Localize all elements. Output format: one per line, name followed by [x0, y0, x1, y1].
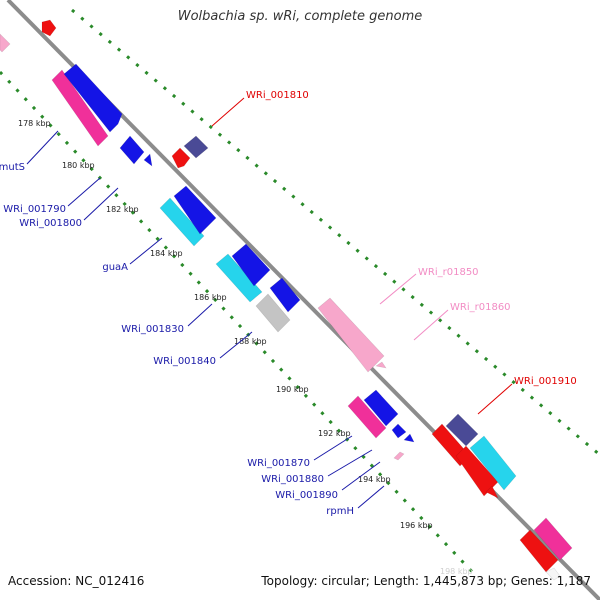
callout-wri-001910[interactable]: WRi_001910	[477, 376, 577, 415]
kbp-tick-label: 178 kbp	[18, 119, 51, 128]
gene-features[interactable]	[0, 19, 573, 581]
gene-label-rpmH: rpmH	[326, 506, 354, 517]
gene-label-wri-001830: WRi_001830	[121, 324, 184, 335]
gene-feature-red-001810[interactable]	[171, 147, 191, 169]
gene-feature-navy-180[interactable]	[183, 135, 209, 159]
gene-feature-cyan-194[interactable]	[469, 435, 517, 491]
gene-feature-magenta-198[interactable]	[533, 517, 573, 561]
kbp-tick-label: 194 kbp	[358, 475, 391, 484]
callout-wri-001830[interactable]: WRi_001830	[121, 303, 213, 335]
gene-feature-red-198[interactable]	[519, 529, 559, 573]
callout-wri-001890[interactable]: WRi_001890	[275, 461, 381, 501]
gene-feature-red-196[interactable]	[485, 485, 499, 499]
gene-feature-red-194[interactable]	[455, 445, 499, 497]
gene-feature-blue-192a[interactable]	[391, 423, 407, 439]
gene-feature-blue-190[interactable]	[363, 389, 399, 427]
gene-feature-blue-188[interactable]	[269, 277, 301, 313]
callout-guaA[interactable]: guaA	[102, 237, 163, 273]
gene-feature-blue-180a[interactable]	[119, 135, 145, 165]
gene-label-wri-001790: WRi_001790	[3, 204, 66, 215]
callout-wri-001880[interactable]: WRi_001880	[261, 449, 373, 485]
kbp-tick-label: 186 kbp	[194, 293, 227, 302]
tick-track-inner	[0, 70, 480, 580]
gene-label-wri-001890: WRi_001890	[275, 490, 338, 501]
gene-label-wri-001910: WRi_001910	[514, 376, 577, 387]
gene-feature-gray-186[interactable]	[255, 293, 291, 333]
callout-wri-r01860[interactable]: WRi_r01860	[413, 302, 511, 341]
gene-feature-white-bottom[interactable]	[545, 567, 561, 581]
gene-feature-blue-180b[interactable]	[143, 153, 153, 167]
gene-label-wri-001870: WRi_001870	[247, 458, 310, 469]
callout-wri-r01850[interactable]: WRi_r01850	[379, 267, 479, 305]
gene-callouts[interactable]: mutS WRi_001790 WRi_001800 guaA WRi_0018…	[0, 90, 577, 517]
gene-label-mutS: mutS	[0, 162, 25, 173]
kbp-tick-label: 180 kbp	[62, 161, 95, 170]
gene-label-wri-r01850: WRi_r01850	[418, 267, 479, 278]
callout-wri-001810[interactable]: WRi_001810	[211, 90, 309, 127]
kbp-tick-label: 188 kbp	[234, 337, 267, 346]
callout-rpmH[interactable]: rpmH	[326, 485, 385, 517]
kbp-tick-label: 182 kbp	[106, 205, 139, 214]
kbp-tick-label: 190 kbp	[276, 385, 309, 394]
gene-label-wri-r01860: WRi_r01860	[450, 302, 511, 313]
callout-wri-001790[interactable]: WRi_001790	[3, 177, 101, 215]
callout-wri-001870[interactable]: WRi_001870	[247, 435, 353, 469]
gene-label-wri-001880: WRi_001880	[261, 474, 324, 485]
gene-feature-blue-186[interactable]	[231, 243, 271, 287]
kbp-tick-label: 198 kbp	[440, 567, 473, 576]
gene-feature-magenta-178[interactable]	[51, 69, 109, 147]
tick-track-outer	[71, 8, 600, 457]
gene-label-wri-001810: WRi_001810	[246, 90, 309, 101]
gene-feature-blue-182[interactable]	[173, 185, 217, 235]
callout-mutS[interactable]: mutS	[0, 130, 59, 173]
gene-feature-pink-194[interactable]	[393, 451, 405, 461]
topology-summary-text: Topology: circular; Length: 1,445,873 bp…	[261, 574, 591, 588]
callout-wri-001800[interactable]: WRi_001800	[19, 187, 119, 229]
gene-label-wri-001800: WRi_001800	[19, 218, 82, 229]
gene-feature-top-red[interactable]	[41, 19, 57, 37]
gene-label-guaA: guaA	[102, 262, 128, 273]
map-title: Wolbachia sp. wRi, complete genome	[177, 9, 423, 24]
accession-text: Accession: NC_012416	[8, 574, 145, 588]
gene-feature-pink-r01850[interactable]	[317, 297, 385, 373]
kbp-tick-label: 196 kbp	[400, 521, 433, 530]
gene-label-wri-001840: WRi_001840	[153, 356, 216, 367]
gene-feature-cyan-186[interactable]	[215, 253, 263, 303]
gene-feature-pink-r01860[interactable]	[375, 361, 387, 369]
gene-feature-magenta-190[interactable]	[347, 395, 387, 439]
gene-feature-blue-192b[interactable]	[403, 433, 415, 443]
kbp-tick-labels: 178 kbp 180 kbp 182 kbp 184 kbp 186 kbp 188 k…	[18, 119, 473, 576]
kbp-tick-label: 192 kbp	[318, 429, 351, 438]
gene-feature-navy-192[interactable]	[445, 413, 479, 447]
kbp-tick-label: 184 kbp	[150, 249, 183, 258]
callout-wri-001840[interactable]: WRi_001840	[153, 331, 253, 367]
gene-feature-top-left-pink[interactable]	[0, 33, 11, 53]
gene-feature-blue-178[interactable]	[63, 63, 123, 133]
gene-feature-cyan-guaA[interactable]	[159, 197, 205, 247]
